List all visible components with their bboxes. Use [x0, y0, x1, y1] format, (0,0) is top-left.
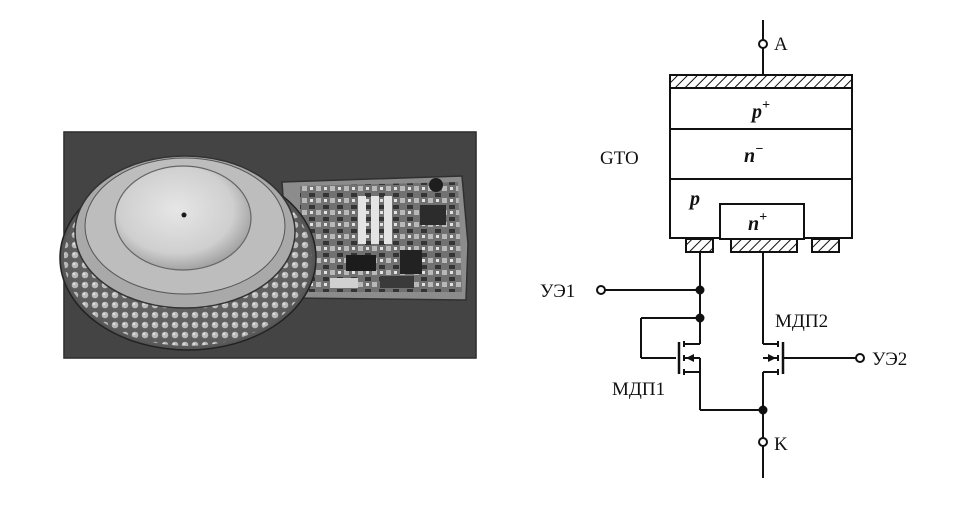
gate2-label: УЭ2 — [872, 349, 907, 370]
gate1-label: УЭ1 — [540, 281, 575, 302]
mosfet1-symbol — [640, 317, 763, 411]
mosfet2-symbol — [758, 252, 865, 438]
layer-n-plus — [719, 203, 805, 240]
gate-contact-right — [811, 238, 840, 253]
press-pack-disc — [59, 155, 317, 351]
layer-p-plus — [669, 87, 853, 130]
cathode-label: K — [774, 434, 788, 455]
layer-n-minus — [669, 128, 853, 180]
layer-n-minus-label: n− — [744, 142, 764, 167]
mosfet2-label: МДП2 — [775, 311, 828, 332]
gto-schematic — [596, 20, 865, 478]
anode-label: A — [774, 34, 788, 55]
layer-p-label: p — [688, 188, 700, 210]
device-label: GTO — [600, 148, 639, 169]
cathode-contact — [730, 238, 798, 253]
device-photo — [59, 131, 477, 359]
gate-contact-left — [685, 238, 714, 253]
gate1-wiring — [596, 252, 705, 342]
cathode-terminal — [758, 437, 768, 478]
layer-n-plus-label: n+ — [748, 210, 767, 235]
anode-terminal — [758, 20, 768, 75]
driver-board — [281, 175, 469, 301]
anode-metallization — [669, 74, 853, 89]
layer-p-plus-label: p+ — [750, 98, 770, 123]
mosfet1-label: МДП1 — [612, 379, 665, 400]
